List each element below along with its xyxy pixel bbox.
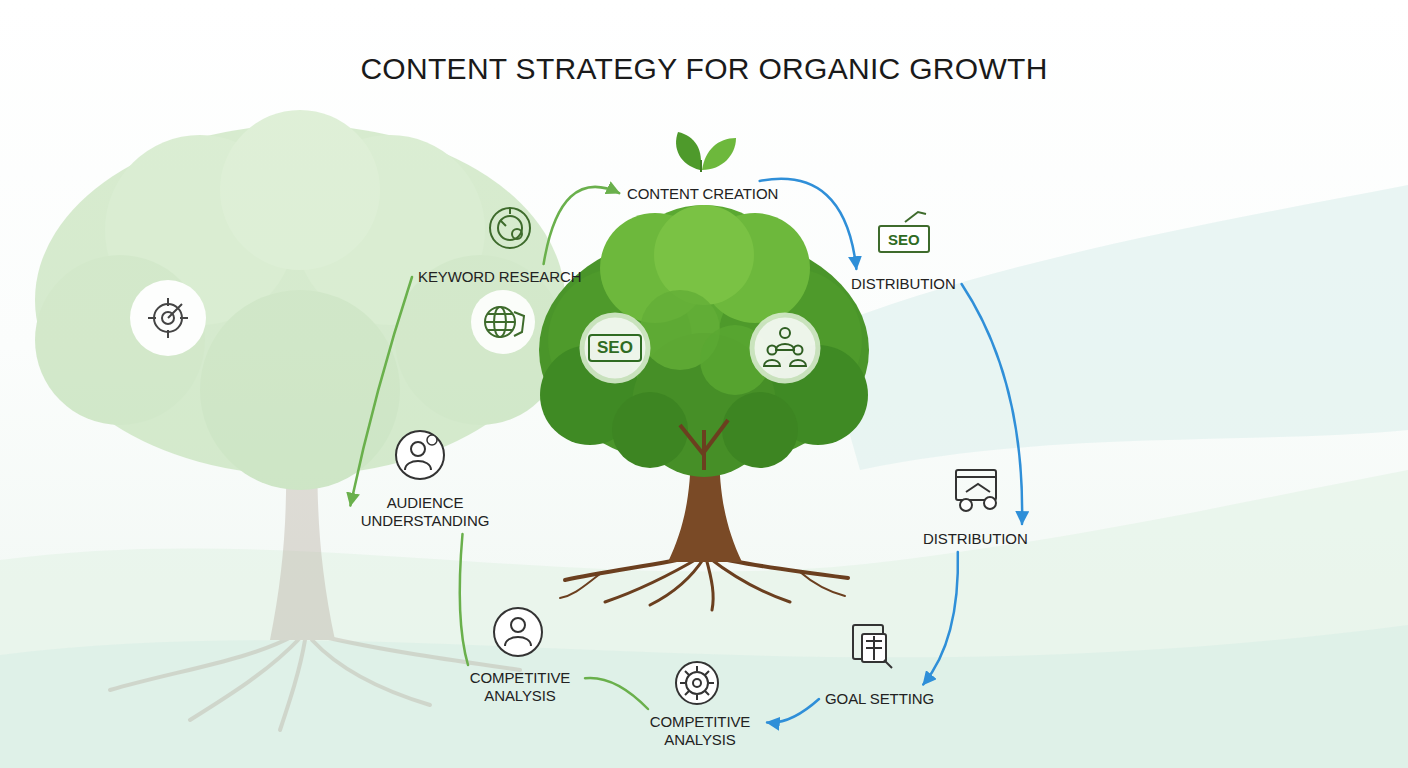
background-wave bbox=[820, 185, 1408, 470]
stage-text: KEYWORD RESEARCH bbox=[418, 268, 581, 286]
stage-text: GOAL SETTING bbox=[825, 690, 934, 708]
cycle-arrow bbox=[923, 552, 958, 685]
stage-text: AUDIENCE UNDERSTANDING bbox=[356, 494, 494, 530]
stage-label: GOAL SETTING bbox=[819, 686, 940, 712]
gear-icon bbox=[676, 662, 718, 704]
faded-tree bbox=[35, 110, 565, 730]
cycle-arrow bbox=[460, 534, 468, 665]
stage-label: KEYWORD RESEARCH bbox=[412, 264, 587, 290]
stage-label: DISTRIBUTION bbox=[845, 271, 962, 297]
icon-label: SEO bbox=[888, 231, 920, 248]
stage-label: CONTENT CREATION bbox=[621, 181, 784, 207]
stage-text: CONTENT CREATION bbox=[627, 185, 778, 203]
distribution-icon bbox=[956, 470, 996, 511]
stage-text: DISTRIBUTION bbox=[923, 530, 1028, 548]
diagram-title: CONTENT STRATEGY FOR ORGANIC GROWTH bbox=[0, 52, 1408, 86]
cycle-arrow bbox=[544, 187, 620, 264]
icon-label: SEO bbox=[597, 338, 633, 358]
leaf-icon bbox=[676, 132, 736, 172]
cycle-arrow bbox=[962, 284, 1023, 524]
person-icon bbox=[494, 608, 542, 656]
keyword-icon bbox=[490, 208, 530, 248]
faded-icon bbox=[130, 280, 206, 356]
goal-icon bbox=[853, 625, 892, 668]
background-wave bbox=[0, 625, 1408, 768]
cycle-arrow bbox=[350, 277, 412, 506]
stage-label: DISTRIBUTION bbox=[917, 526, 1034, 552]
cycle-arrow bbox=[767, 699, 819, 723]
stage-text: COMPETITIVE ANALYSIS bbox=[641, 713, 759, 749]
cycle-arrow bbox=[585, 678, 648, 709]
seo-icon bbox=[879, 212, 929, 252]
audience-icon bbox=[396, 431, 444, 479]
stage-label: AUDIENCE UNDERSTANDING bbox=[350, 490, 500, 534]
growth-tree bbox=[539, 205, 869, 610]
stage-label: COMPETITIVE ANALYSIS bbox=[635, 709, 765, 753]
stage-text: DISTRIBUTION bbox=[851, 275, 956, 293]
stage-label: COMPETITIVE ANALYSIS bbox=[455, 665, 585, 709]
stage-text: COMPETITIVE ANALYSIS bbox=[461, 669, 579, 705]
globe-icon bbox=[471, 290, 535, 354]
